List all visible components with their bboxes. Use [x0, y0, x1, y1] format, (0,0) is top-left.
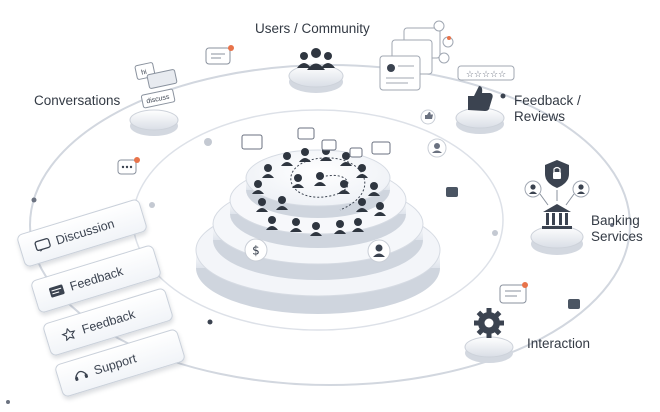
orbit-dot	[610, 223, 614, 227]
chat-bubble-icon	[34, 238, 51, 252]
svg-text:$: $	[252, 244, 260, 258]
person-left-icon	[524, 180, 542, 198]
label-feedback-reviews-2: Reviews	[514, 109, 566, 124]
feedback-card-icon	[49, 284, 65, 298]
user-circle-icon	[427, 138, 447, 158]
platform-chat-bubble-icon	[241, 127, 391, 158]
bubble-discuss-text: discuss	[146, 94, 171, 106]
card-label: Feedback	[68, 264, 125, 294]
label-banking-2: Services	[591, 229, 643, 244]
label-users-community: Users / Community	[255, 21, 370, 36]
users-group-icon	[297, 48, 335, 70]
node-disc-users	[288, 64, 344, 93]
card-discussion: Discussion	[15, 198, 149, 268]
svg-text:☆☆☆☆☆: ☆☆☆☆☆	[466, 70, 506, 80]
chip-icon	[446, 187, 458, 197]
orbit-dot	[6, 400, 10, 404]
orbit-dot	[492, 230, 498, 236]
card-label: Feedback	[80, 307, 137, 337]
node-disc-interaction	[464, 336, 514, 363]
message-bubble-icon	[117, 157, 140, 175]
user-avatar-icon	[367, 239, 391, 263]
label-banking-1: Banking	[591, 213, 640, 228]
orbit-dot	[500, 93, 506, 99]
banking-connector-lines	[539, 190, 575, 206]
headset-icon	[74, 370, 89, 381]
card-label: Support	[92, 351, 139, 378]
card-label: Discussion	[54, 216, 117, 248]
card-feedback-star: Feedback	[41, 287, 175, 357]
shield-lock-icon	[545, 160, 569, 188]
community-people	[252, 147, 386, 236]
chip-icon	[568, 299, 580, 309]
person-right-icon	[572, 180, 590, 198]
bank-icon	[542, 204, 572, 229]
orbit-dot	[149, 202, 155, 208]
review-cards-icon	[379, 20, 454, 91]
thumbs-up-icon	[420, 86, 493, 125]
card-feedback: Feedback	[29, 244, 163, 314]
conversation-bubbles-icon: hi discuss	[134, 62, 178, 109]
gear-icon	[474, 308, 504, 338]
label-conversations: Conversations	[34, 93, 121, 108]
label-feedback-reviews-1: Feedback /	[514, 93, 581, 108]
orbit-dot	[207, 319, 213, 325]
bubble-hi-text: hi	[141, 69, 148, 77]
node-disc-feedback	[455, 107, 505, 134]
card-support: Support	[53, 328, 187, 398]
node-disc-conversations	[129, 109, 179, 136]
dollar-coin-icon: $	[244, 238, 268, 262]
star-icon	[61, 327, 76, 342]
star-rating-icon: ☆☆☆☆☆	[457, 65, 515, 81]
message-bubble-icon	[205, 45, 234, 65]
label-interaction: Interaction	[527, 336, 591, 351]
orbit-dot	[31, 197, 37, 203]
orbit-dot	[204, 138, 212, 146]
node-disc-banking	[530, 225, 584, 255]
message-bubble-icon	[499, 282, 528, 304]
